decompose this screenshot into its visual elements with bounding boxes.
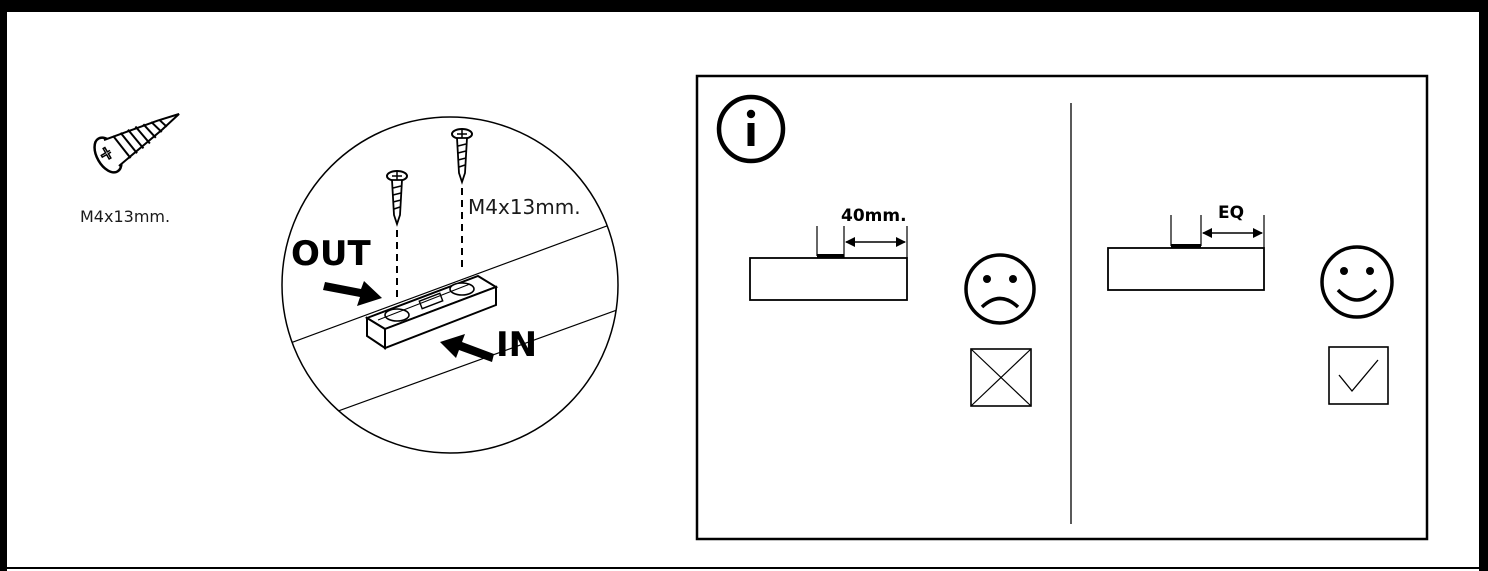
in-label: IN	[496, 325, 537, 365]
wrong-measure-label: 40mm.	[841, 206, 907, 226]
check-box-icon	[1328, 346, 1389, 405]
screw-1-icon	[386, 170, 408, 300]
sad-face-icon	[964, 253, 1036, 325]
screw-size-label: M4x13mm.	[80, 207, 170, 226]
screw-icon	[93, 113, 180, 174]
equal-measure-label: EQ	[1218, 203, 1244, 223]
info-icon	[716, 94, 786, 164]
screw-callout-label: M4x13mm.	[468, 195, 581, 219]
happy-face-icon	[1320, 245, 1394, 319]
mounting-bracket	[364, 274, 499, 350]
in-arrow	[440, 334, 494, 362]
page-left-border	[0, 0, 7, 571]
wrong-case: 40mm.	[749, 206, 1036, 407]
out-label: OUT	[291, 234, 372, 274]
wrong-bracket-mark	[817, 254, 844, 258]
out-arrow	[323, 281, 382, 306]
correct-board	[1107, 247, 1265, 291]
page-right-border	[1479, 0, 1488, 571]
correct-bracket-mark	[1171, 244, 1201, 248]
page-top-bar	[0, 0, 1488, 12]
wrong-board	[749, 257, 908, 301]
screw-2-icon	[451, 128, 473, 268]
detail-magnifier: M4x13mm. OUT IN	[281, 116, 619, 454]
correct-case: EQ	[1107, 203, 1394, 405]
cross-box-icon	[970, 348, 1032, 407]
info-panel: 40mm. EQ	[695, 74, 1429, 541]
